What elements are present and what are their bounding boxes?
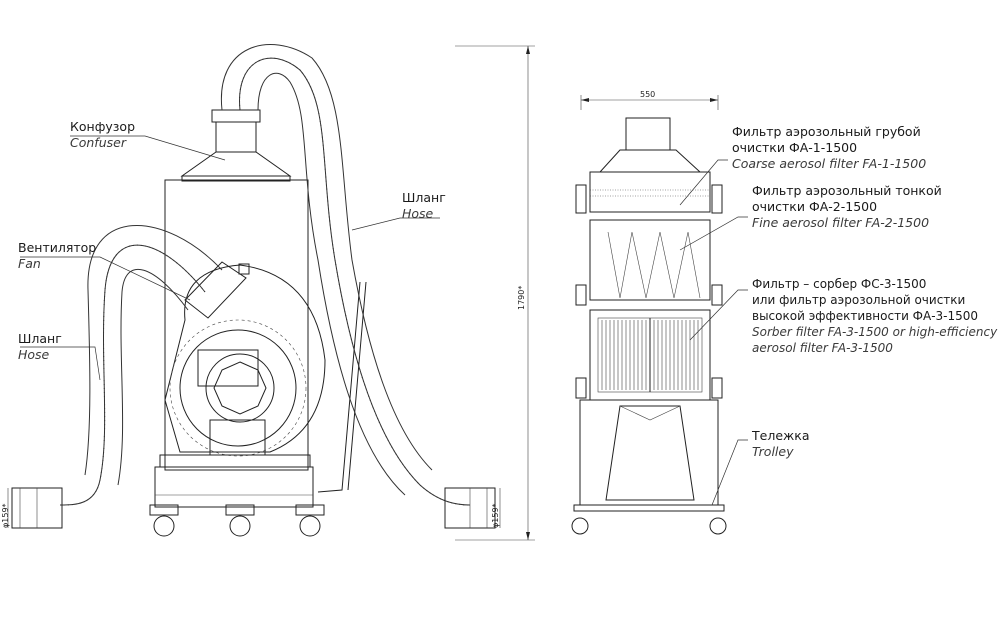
width-dimension: 550 bbox=[580, 90, 719, 110]
label-hose-right: Шланг Hose bbox=[402, 190, 446, 222]
trolley-en: Trolley bbox=[752, 444, 794, 459]
hose-left-en: Hose bbox=[18, 347, 50, 362]
fs3-ru-line3: высокой эффективности ФА-3-1500 bbox=[752, 309, 979, 323]
height-dimension: 1790* bbox=[455, 45, 535, 541]
fs3-en-line1: Sorber filter FA-3-1500 or high-efficien… bbox=[752, 325, 998, 339]
left-view: 1790* φ159* φ159* bbox=[1, 44, 535, 541]
fa2-ru-line1: Фильтр аэрозольный тонкой bbox=[752, 183, 942, 198]
label-filter-fa2: Фильтр аэрозольный тонкой очистки ФА-2-1… bbox=[752, 183, 942, 231]
trolley-ru: Тележка bbox=[752, 428, 810, 443]
fa2-en: Fine aerosol filter FA-2-1500 bbox=[752, 215, 930, 230]
label-hose-left: Шланг Hose bbox=[18, 331, 62, 363]
confuser-en: Confuser bbox=[70, 135, 126, 150]
filter-fa1 bbox=[575, 171, 723, 214]
right-view: 550 bbox=[571, 90, 727, 535]
dia-right: φ159* bbox=[491, 503, 500, 528]
dia-left: φ159* bbox=[1, 503, 10, 528]
wheel bbox=[295, 504, 325, 537]
label-trolley: Тележка Trolley bbox=[752, 428, 809, 460]
fa1-en: Coarse aerosol filter FA-1-1500 bbox=[732, 156, 927, 171]
leader-lines bbox=[20, 135, 748, 506]
fs3-en-line2: aerosol filter FA-3-1500 bbox=[752, 341, 893, 355]
filter-fa2 bbox=[575, 219, 723, 306]
cabinet bbox=[164, 179, 309, 471]
filter-fs3 bbox=[575, 309, 723, 401]
hose-right-ru: Шланг bbox=[402, 190, 446, 205]
fan bbox=[164, 261, 326, 457]
fa1-ru-line2: очистки ФА-1-1500 bbox=[732, 140, 858, 155]
hose-right bbox=[220, 44, 496, 529]
width-value: 550 bbox=[640, 90, 655, 99]
fa2-ru-line2: очистки ФА-2-1500 bbox=[752, 199, 878, 214]
left-base bbox=[149, 281, 367, 537]
label-confuser: Конфузор Confuser bbox=[70, 119, 135, 151]
confuser bbox=[180, 109, 292, 182]
hose-left-ru: Шланг bbox=[18, 331, 62, 346]
label-filter-fs3: Фильтр – сорбер ФС-3-1500 или фильтр аэр… bbox=[752, 276, 997, 356]
fs3-ru-line2: или фильтр аэрозольной очистки bbox=[752, 293, 966, 307]
fan-en: Fan bbox=[18, 256, 41, 271]
hose-right-en: Hose bbox=[402, 206, 434, 221]
wheel bbox=[225, 504, 255, 537]
height-value: 1790* bbox=[517, 286, 526, 310]
label-fan: Вентилятор Fan bbox=[18, 240, 96, 272]
fan-ru: Вентилятор bbox=[18, 240, 97, 255]
fa1-ru-line1: Фильтр аэрозольный грубой bbox=[732, 124, 921, 139]
trolley bbox=[571, 399, 727, 535]
wheel bbox=[149, 504, 179, 537]
hose-left bbox=[11, 225, 223, 529]
confuser-ru: Конфузор bbox=[70, 119, 136, 134]
label-filter-fa1: Фильтр аэрозольный грубой очистки ФА-1-1… bbox=[732, 124, 926, 172]
fs3-ru-line1: Фильтр – сорбер ФС-3-1500 bbox=[752, 277, 927, 291]
